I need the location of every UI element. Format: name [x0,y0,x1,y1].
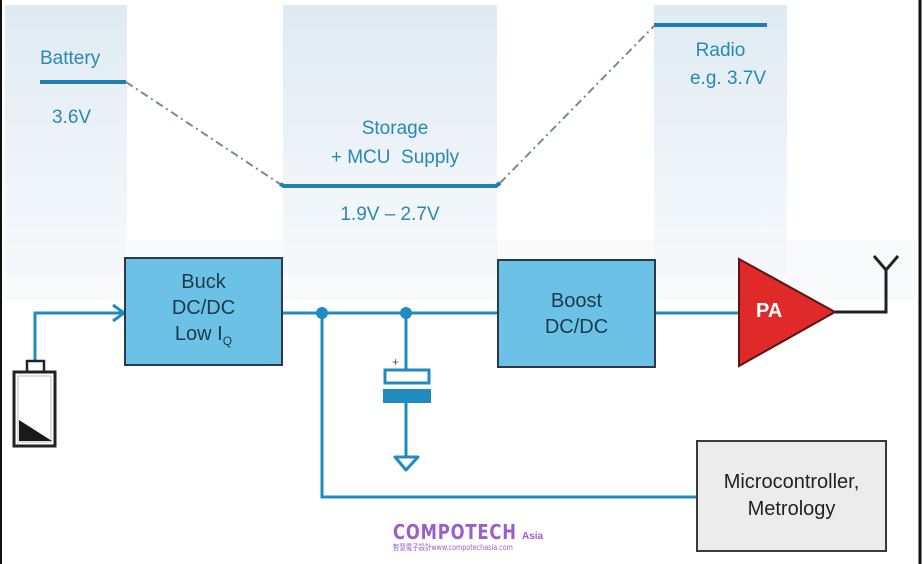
battery-charge-level [19,420,52,441]
capacitor-positive-plate [383,368,431,385]
watermark-suffix: Asia [521,531,544,542]
pa-amplifier-icon [738,257,838,368]
buck-line-3-sub: Q [222,334,233,348]
buck-line-3: Low IQ [175,321,232,354]
buck-line-2: DC/DC [171,297,236,319]
capacitor-polarity: + [392,355,399,369]
storage-level-title-1: Storage [361,118,429,139]
radio-level-voltage: e.g. 3.7V [689,68,767,89]
mcu-supply-wire [320,313,697,499]
battery-storage-dash [125,81,281,185]
battery-inner [17,375,52,443]
boost-line-2: DC/DC [544,315,609,338]
battery-wire [33,311,124,362]
storage-radio-dash [499,25,655,184]
battery-terminal [25,359,46,374]
boost-converter-block: Boost DC/DC [497,259,656,368]
buck-converter-block: Buck DC/DC Low IQ [124,257,283,366]
radio-level-title: Radio [695,40,746,61]
microcontroller-block: Microcontroller, Metrology [696,440,887,552]
battery-level-band [5,5,127,275]
watermark-brand: COMPOTECH [393,520,517,544]
compotech-watermark: COMPOTECH Asia 智慧電子設計www.compotechasia.co… [393,520,544,553]
buck-line-1: Buck [181,271,226,293]
storage-level-title-2: + MCU Supply [330,147,460,168]
mcu-line-1: Microcontroller, [723,471,860,493]
radio-level-band [654,5,787,275]
battery-level-voltage: 3.6V [52,107,92,128]
boost-line-1: Boost [550,289,603,312]
storage-level-band [283,5,497,275]
pa-label: PA [756,300,783,322]
antenna-icon [872,255,900,273]
junction-dot-mcu [316,307,328,319]
watermark-tagline: 智慧電子設計www.compotechasia.com [393,543,513,552]
battery-level-title: Battery [40,48,101,69]
capacitor-negative-plate [383,389,431,403]
storage-level-line [279,181,502,188]
buck-line-3-main: Low I [174,323,223,345]
antenna-wire [835,268,888,314]
ground-icon [393,455,420,472]
storage-level-voltage: 1.9V – 2.7V [340,204,440,225]
mcu-line-2: Metrology [747,498,836,520]
